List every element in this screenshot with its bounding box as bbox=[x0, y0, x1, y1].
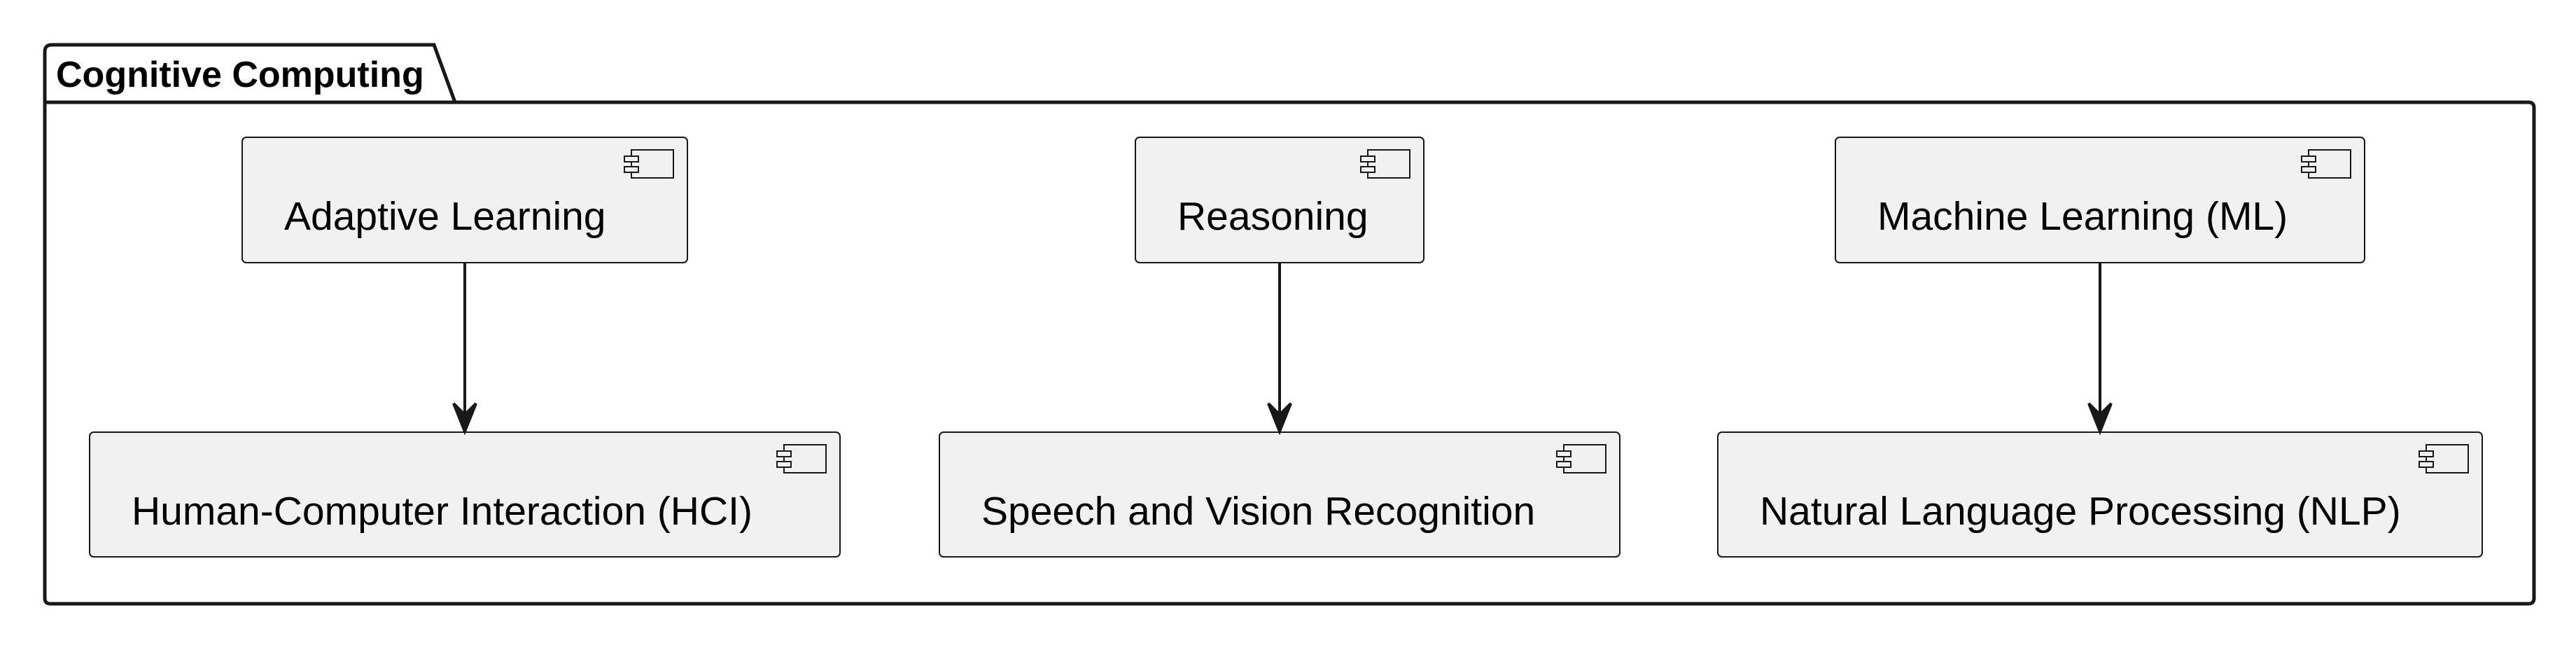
component-label: Adaptive Learning bbox=[284, 194, 606, 239]
component-hci[interactable]: Human-Computer Interaction (HCI) bbox=[89, 431, 841, 558]
component-icon bbox=[1360, 149, 1410, 179]
component-icon bbox=[1556, 444, 1606, 473]
component-icon bbox=[624, 149, 674, 179]
component-speech-vision[interactable]: Speech and Vision Recognition bbox=[939, 431, 1620, 558]
component-icon bbox=[2418, 444, 2469, 473]
component-label: Human-Computer Interaction (HCI) bbox=[132, 489, 752, 534]
component-machine-learning[interactable]: Machine Learning (ML) bbox=[1835, 137, 2365, 263]
component-label: Machine Learning (ML) bbox=[1877, 194, 2288, 239]
component-label: Reasoning bbox=[1177, 194, 1368, 239]
component-adaptive-learning[interactable]: Adaptive Learning bbox=[241, 137, 688, 263]
package-title: Cognitive Computing bbox=[56, 55, 424, 95]
component-label: Natural Language Processing (NLP) bbox=[1760, 489, 2401, 534]
package-frame bbox=[43, 100, 2536, 606]
component-label: Speech and Vision Recognition bbox=[981, 489, 1535, 534]
component-nlp[interactable]: Natural Language Processing (NLP) bbox=[1717, 431, 2483, 558]
component-icon bbox=[776, 444, 827, 473]
package-cognitive-computing: Cognitive Computing bbox=[43, 43, 2536, 606]
arrow-adaptive-to-hci bbox=[452, 263, 477, 436]
component-reasoning[interactable]: Reasoning bbox=[1135, 137, 1424, 263]
arrow-ml-to-nlp bbox=[2087, 263, 2113, 436]
package-tab bbox=[43, 43, 457, 103]
component-icon bbox=[2301, 149, 2351, 179]
arrow-reasoning-to-speech bbox=[1267, 263, 1292, 436]
